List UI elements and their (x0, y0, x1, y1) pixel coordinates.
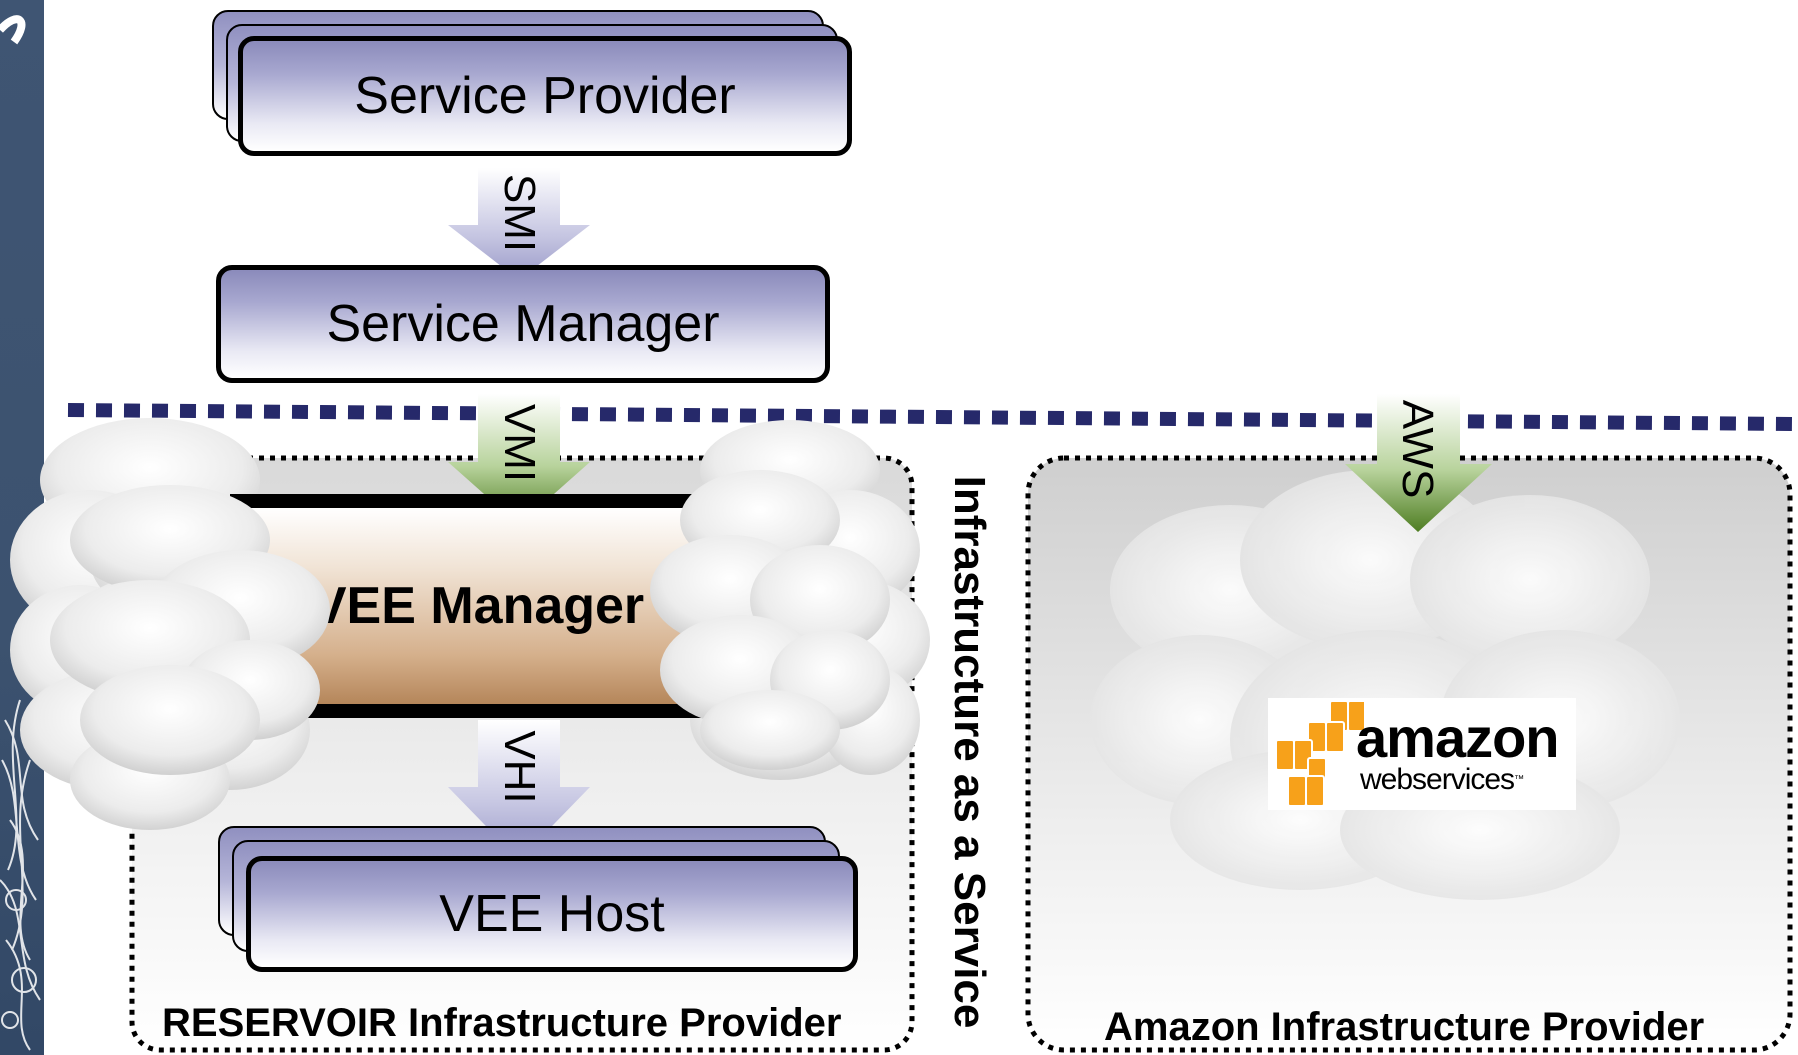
vee-host-box: VEE Host (246, 856, 858, 972)
service-manager-box: Service Manager (216, 265, 830, 383)
aws-logo-sub: webservices™ (1360, 764, 1559, 796)
reservoir-provider-label: RESERVOIR Infrastructure Provider (162, 1001, 842, 1045)
left-cloud-front-icon (50, 485, 330, 775)
aws-logo: amazon webservices™ (1268, 698, 1576, 810)
aws-arrow-icon (1345, 394, 1492, 532)
separator-dotted-line (67, 403, 1798, 431)
vmi-arrow-icon (448, 394, 590, 525)
service-provider-label: Service Provider (354, 67, 736, 125)
aws-logo-text: amazon webservices™ (1356, 706, 1559, 796)
smi-arrow-icon (448, 168, 590, 280)
aws-label: AWS (1393, 399, 1442, 499)
aws-logo-main: amazon (1356, 706, 1559, 769)
aws-cubes-icon (1275, 700, 1364, 807)
aws-logo-sub-text: webservices (1360, 763, 1515, 796)
right-cloud-front-icon (650, 470, 890, 770)
vmi-label: VMI (495, 403, 544, 483)
service-manager-label: Service Manager (326, 295, 720, 353)
amazon-provider-label: Amazon Infrastructure Provider (1104, 1005, 1705, 1049)
vhi-arrow-icon (448, 720, 590, 860)
cloud-overlay-graphics (50, 470, 890, 775)
vee-manager-label: VEE Manager (311, 577, 645, 635)
iaas-label: Infrastructure as a Service (945, 475, 994, 1029)
vhi-label: VHI (495, 730, 544, 804)
aws-logo-tm: ™ (1514, 774, 1524, 785)
vee-host-label: VEE Host (439, 885, 665, 943)
service-provider-box: Service Provider (238, 36, 852, 156)
smi-label: SMI (495, 173, 544, 253)
amazon-cloud-icon (1090, 470, 1680, 900)
swirl-decoration-icon (0, 15, 41, 1051)
